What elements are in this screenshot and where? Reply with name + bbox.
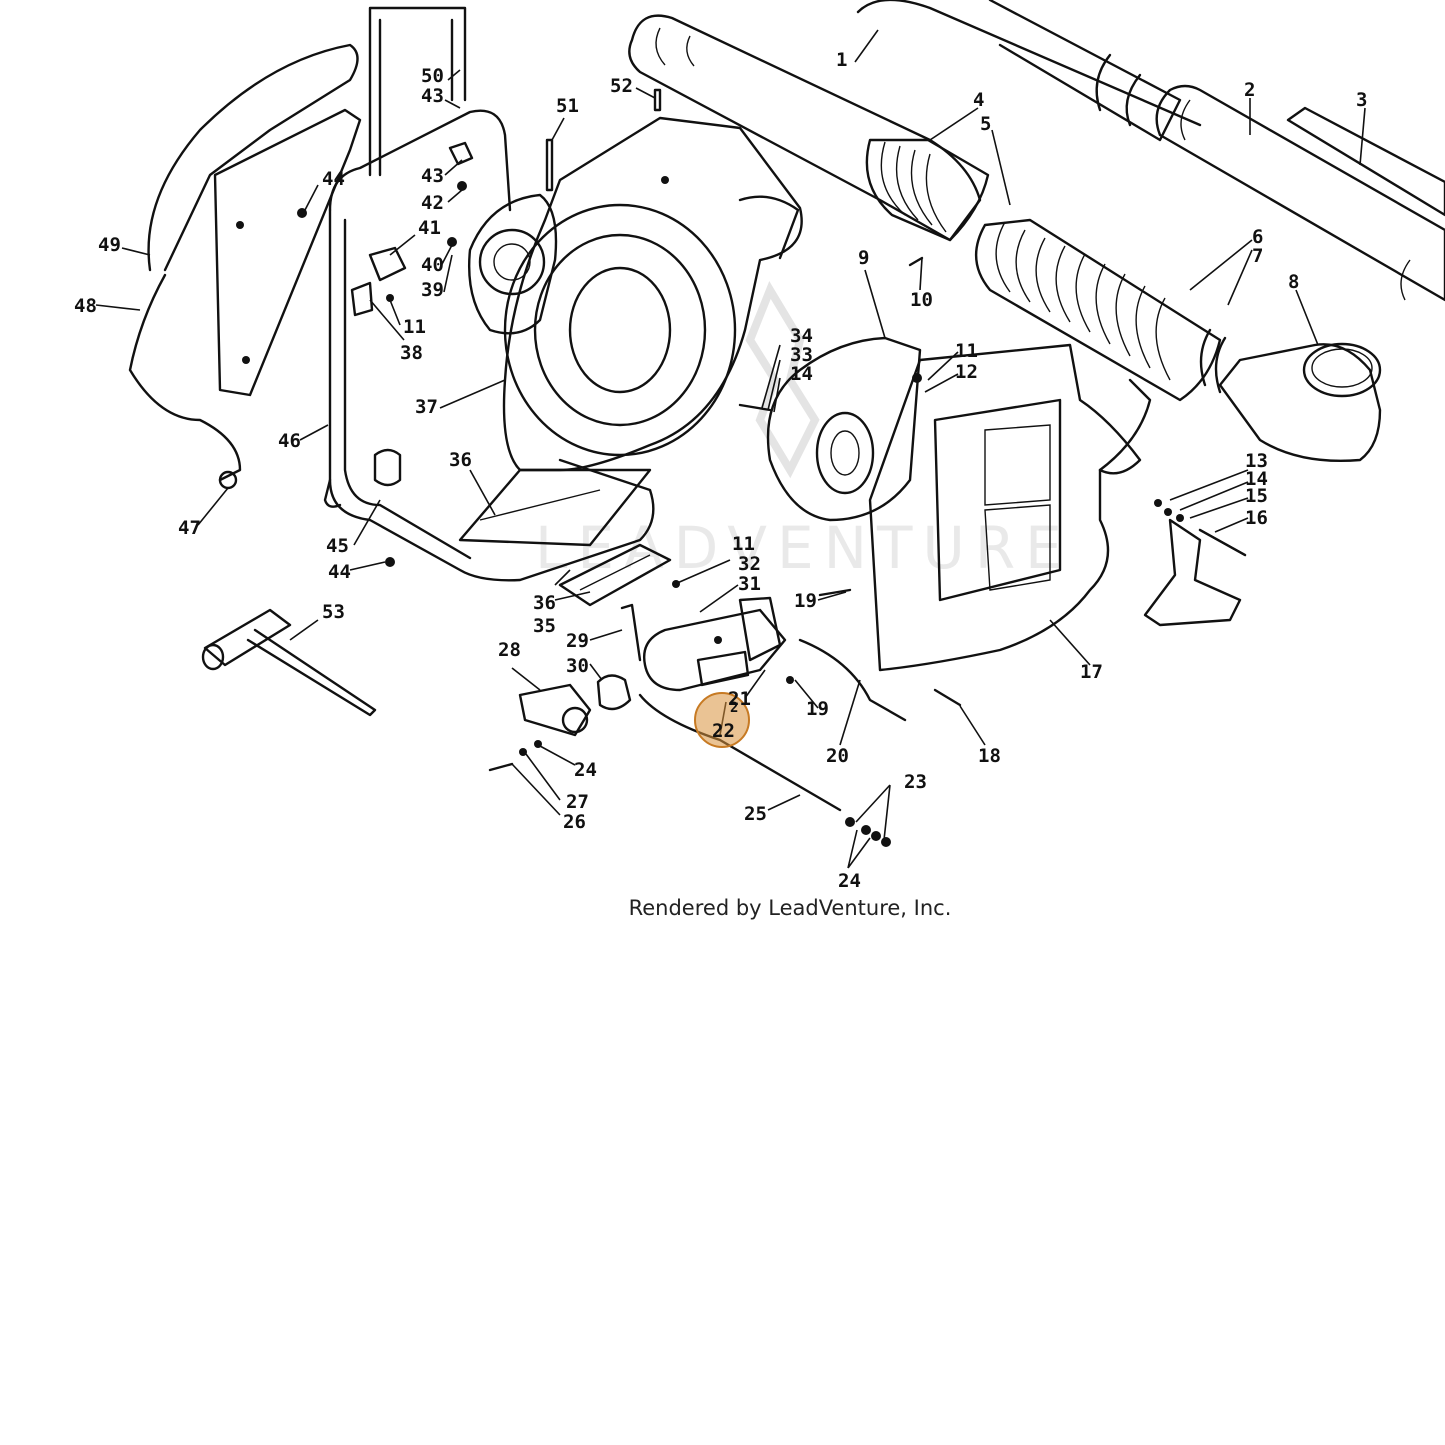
part-base-plate[interactable] (458, 468, 672, 607)
callout-16[interactable]: 16 (1245, 507, 1268, 529)
callout-24-left[interactable]: 24 (574, 759, 597, 781)
callout-25[interactable]: 25 (744, 803, 767, 825)
callout-labels: 1 2 3 4 5 6 7 8 9 10 11 12 13 14 15 16 1… (74, 49, 1367, 892)
callout-10[interactable]: 10 (910, 289, 933, 311)
callout-43-lower[interactable]: 43 (421, 165, 444, 187)
callout-45[interactable]: 45 (326, 535, 349, 557)
callout-49[interactable]: 49 (98, 234, 121, 256)
callout-21[interactable]: 21 (728, 688, 751, 710)
part-flex-hose-lower[interactable] (974, 218, 1227, 402)
callout-44-upper[interactable]: 44 (322, 168, 345, 190)
callout-3[interactable]: 3 (1356, 89, 1367, 111)
callout-44-lower[interactable]: 44 (328, 561, 351, 583)
callout-28[interactable]: 28 (498, 639, 521, 661)
part-blower-tube-upper[interactable] (628, 0, 1202, 242)
callout-12[interactable]: 12 (955, 361, 978, 383)
callout-40[interactable]: 40 (421, 254, 444, 276)
part-spark-plug-wrench[interactable] (201, 608, 377, 717)
callout-22[interactable]: 22 (712, 720, 735, 742)
callout-22-sub[interactable]: 2 (730, 700, 738, 716)
callout-11-impeller[interactable]: 11 (955, 340, 978, 362)
part-fan-case[interactable] (868, 343, 1152, 672)
callout-50[interactable]: 50 (421, 65, 444, 87)
callout-13[interactable]: 13 (1245, 450, 1268, 472)
callout-6[interactable]: 6 (1252, 226, 1263, 248)
callout-24-right[interactable]: 24 (838, 870, 861, 892)
callout-26[interactable]: 26 (563, 811, 586, 833)
callout-36-upper[interactable]: 36 (449, 449, 472, 471)
callout-5[interactable]: 5 (980, 113, 991, 135)
footer-credit: Rendered by LeadVenture, Inc. (628, 896, 952, 920)
callout-30[interactable]: 30 (566, 655, 589, 677)
watermark-text: LEADVENTURE (535, 514, 1072, 582)
callout-34[interactable]: 34 (790, 325, 813, 347)
callout-29[interactable]: 29 (566, 630, 589, 652)
callout-32[interactable]: 32 (738, 553, 761, 575)
callout-11-frame[interactable]: 11 (403, 316, 426, 338)
callout-53[interactable]: 53 (322, 601, 345, 623)
callout-43-upper[interactable]: 43 (421, 85, 444, 107)
part-back-pad[interactable] (128, 43, 362, 490)
part-impeller[interactable] (766, 336, 922, 522)
callout-14-bracket[interactable]: 14 (1245, 468, 1268, 490)
watermark: LEADVENTURE (535, 281, 1072, 582)
callout-11-throttle[interactable]: 11 (732, 533, 755, 555)
callout-7[interactable]: 7 (1252, 245, 1263, 267)
part-bracket[interactable] (1143, 518, 1247, 627)
part-blower-tube-lower[interactable] (1155, 84, 1445, 302)
callout-19-lower[interactable]: 19 (806, 698, 829, 720)
callout-8[interactable]: 8 (1288, 271, 1299, 293)
callout-14-housing[interactable]: 14 (790, 363, 813, 385)
callout-15[interactable]: 15 (1245, 485, 1268, 507)
callout-37[interactable]: 37 (415, 396, 438, 418)
callout-52[interactable]: 52 (610, 75, 633, 97)
callout-18[interactable]: 18 (978, 745, 1001, 767)
part-mounts[interactable] (350, 141, 474, 487)
callout-2[interactable]: 2 (1244, 79, 1255, 101)
leader-lines (95, 29, 1366, 869)
callout-41[interactable]: 41 (418, 217, 441, 239)
part-elbow[interactable] (1218, 342, 1382, 463)
part-starter-assembly[interactable] (468, 193, 558, 335)
callout-17[interactable]: 17 (1080, 661, 1103, 683)
callout-19-upper[interactable]: 19 (794, 590, 817, 612)
highlighted-callout-marker[interactable] (694, 692, 750, 748)
callout-51[interactable]: 51 (556, 95, 579, 117)
callout-48[interactable]: 48 (74, 295, 97, 317)
callout-47[interactable]: 47 (178, 517, 201, 539)
callout-9[interactable]: 9 (858, 247, 869, 269)
part-nozzle[interactable] (1286, 106, 1445, 217)
part-backpack-frame[interactable] (323, 6, 655, 582)
callout-38[interactable]: 38 (400, 342, 423, 364)
callout-35[interactable]: 35 (533, 615, 556, 637)
callout-1[interactable]: 1 (836, 49, 847, 71)
callout-23[interactable]: 23 (904, 771, 927, 793)
part-blower-housing[interactable] (502, 116, 803, 472)
callout-39[interactable]: 39 (421, 279, 444, 301)
hardware-fasteners (297, 88, 1247, 847)
callout-33[interactable]: 33 (790, 344, 813, 366)
callout-4[interactable]: 4 (973, 89, 984, 111)
callout-31[interactable]: 31 (738, 573, 761, 595)
callout-27[interactable]: 27 (566, 791, 589, 813)
callout-46[interactable]: 46 (278, 430, 301, 452)
callout-20[interactable]: 20 (826, 745, 849, 767)
callout-42[interactable]: 42 (421, 192, 444, 214)
callout-36-lower[interactable]: 36 (533, 592, 556, 614)
part-flex-hose-upper[interactable] (865, 138, 990, 242)
